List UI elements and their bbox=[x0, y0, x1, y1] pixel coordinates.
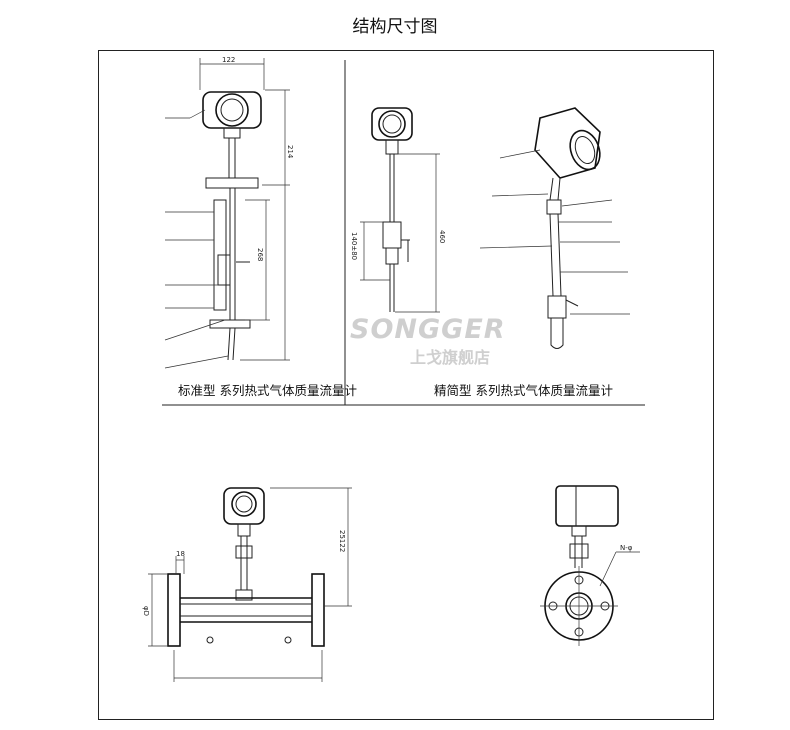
watermark-brand: SONGGER bbox=[350, 314, 506, 345]
pipe-section-drawing: 18 φD 25122 bbox=[142, 487, 352, 682]
perspective-meter-drawing bbox=[479, 107, 630, 349]
watermark-shop: 上戈旗舰店 bbox=[410, 348, 491, 367]
page-title: 结构尺寸图 bbox=[352, 17, 438, 37]
caption-standard: 标准型 系列热式气体质量流量计 bbox=[178, 383, 357, 398]
dim-compact-side: 140±80 bbox=[350, 232, 358, 260]
drawing-frame bbox=[98, 50, 714, 720]
standard-meter-drawing: 122 214 268 bbox=[164, 56, 294, 369]
end-view-drawing: N-φ bbox=[540, 485, 640, 646]
caption-compact: 精简型 系列热式气体质量流量计 bbox=[434, 383, 613, 398]
compact-meter-drawing: 460 140±80 bbox=[350, 107, 446, 313]
dim-pipe-diameter: φD bbox=[142, 606, 150, 616]
dim-compact-height: 460 bbox=[438, 230, 446, 243]
dim-top-width: 122 bbox=[222, 56, 235, 64]
dim-upper-height: 214 bbox=[286, 145, 294, 159]
dim-pipe-flange: 18 bbox=[176, 550, 185, 558]
dim-mid-height: 268 bbox=[256, 248, 264, 261]
bolt-label: N-φ bbox=[620, 544, 633, 552]
dim-pipe-height: 25122 bbox=[338, 530, 346, 552]
